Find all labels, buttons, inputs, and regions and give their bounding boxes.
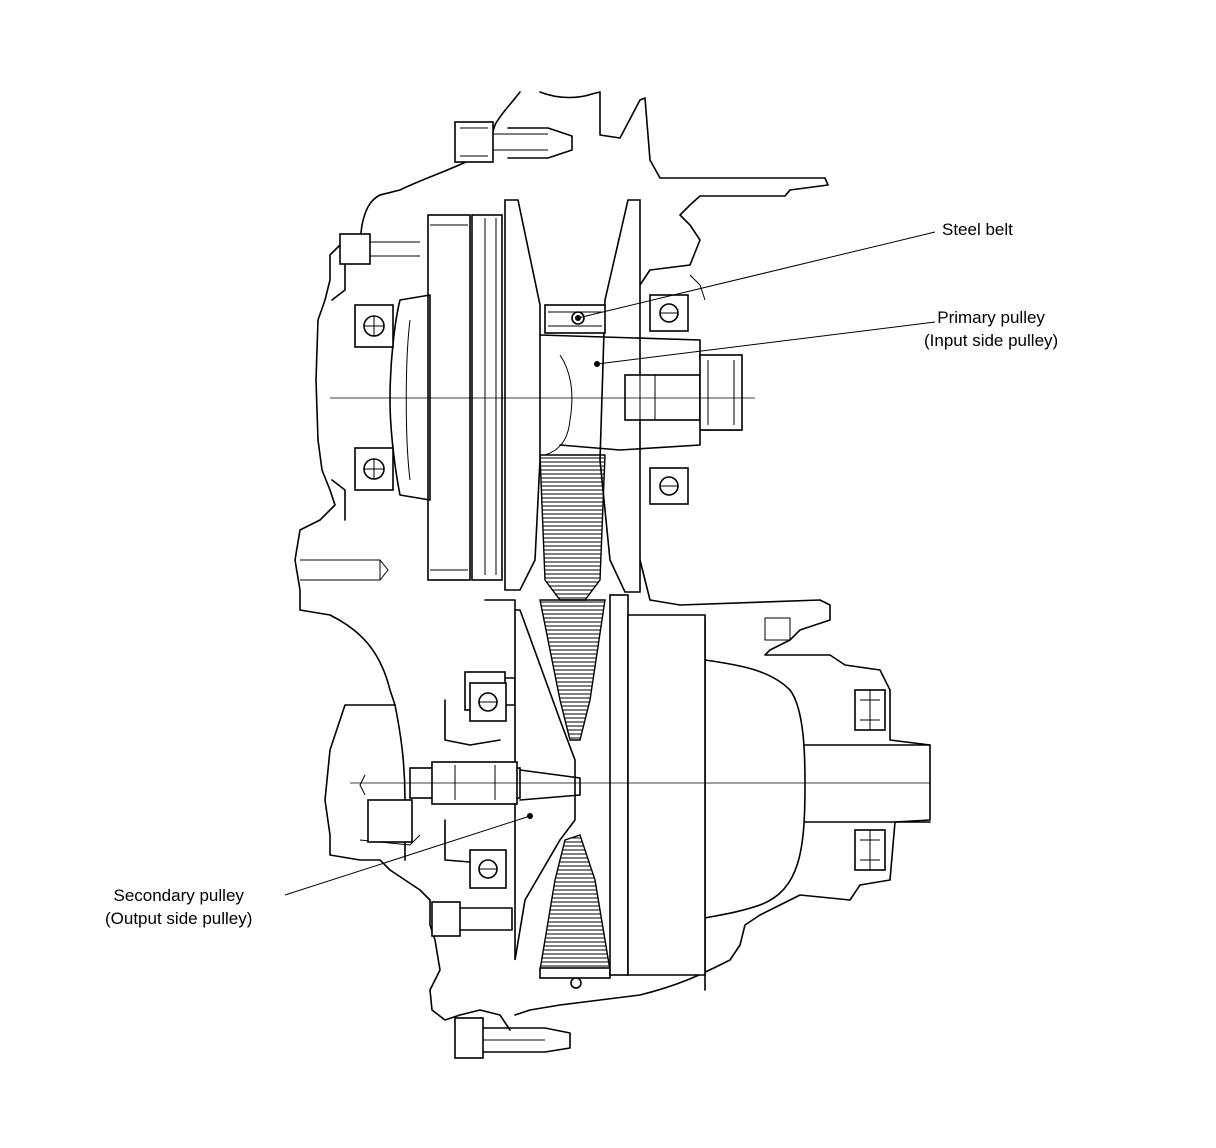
primary-bearing-lower-left bbox=[354, 447, 394, 491]
primary-bearing-upper-right bbox=[649, 294, 689, 332]
secondary-pulley bbox=[350, 594, 931, 976]
secondary-pulley-label-line2: (Output side pulley) bbox=[105, 909, 253, 928]
primary-pulley-leader bbox=[596, 321, 936, 365]
primary-bearing-upper-left bbox=[354, 304, 394, 348]
leader-lines bbox=[284, 231, 936, 896]
secondary-pulley-label-line1: Secondary pulley bbox=[113, 886, 244, 905]
transmission-housing bbox=[294, 91, 931, 1059]
steel-belt bbox=[539, 454, 611, 989]
secondary-pulley-label: Secondary pulley (Output side pulley) bbox=[105, 884, 252, 930]
primary-bearing-lower-right bbox=[649, 467, 689, 505]
primary-pulley bbox=[330, 199, 755, 593]
steel-belt-leader-dot bbox=[575, 315, 581, 321]
primary-pulley-leader-dot bbox=[594, 361, 600, 367]
secondary-pulley-leader-dot bbox=[527, 813, 533, 819]
steel-belt-label: Steel belt bbox=[942, 220, 1013, 239]
secondary-bearing-upper bbox=[469, 682, 507, 722]
primary-pulley-label-line1: Primary pulley bbox=[937, 308, 1045, 327]
steel-belt-leader bbox=[577, 231, 936, 319]
primary-pulley-label-line2: (Input side pulley) bbox=[924, 331, 1059, 350]
secondary-pulley-leader bbox=[284, 815, 531, 896]
primary-pulley-label: Primary pulley (Input side pulley) bbox=[924, 306, 1058, 352]
secondary-bearing-lower bbox=[469, 849, 507, 889]
